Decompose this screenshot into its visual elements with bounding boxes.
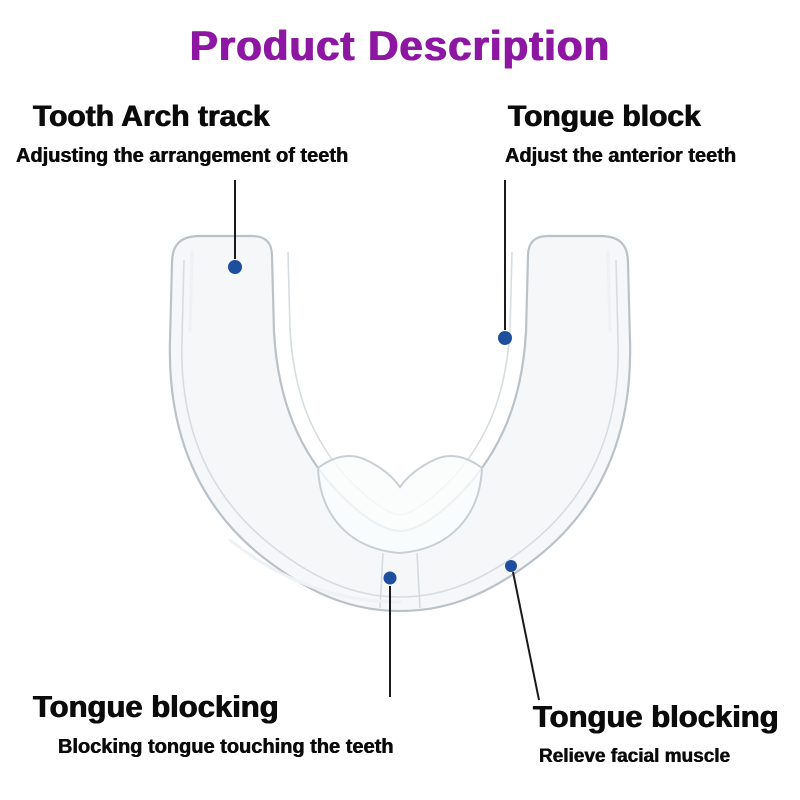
annotation-tongue-blocking-left: Tongue blocking Blocking tongue touching… <box>33 689 394 759</box>
callout-dot-tooth-arch-track <box>228 260 242 274</box>
callout-dot-tongue-block <box>498 331 512 345</box>
annotation-heading: Tongue blocking <box>33 689 279 724</box>
annotation-subtitle: Adjusting the arrangement of teeth <box>16 145 349 167</box>
tooth-trainer-image <box>168 234 632 613</box>
annotation-subtitle: Adjust the anterior teeth <box>505 145 737 167</box>
annotation-tongue-block: Tongue block Adjust the anterior teeth <box>505 100 736 168</box>
callout-dot-tongue-blocking-left <box>383 571 397 585</box>
annotation-tooth-arch-track: Tooth Arch track Adjusting the arrangeme… <box>16 100 348 168</box>
annotation-subtitle: Relieve facial muscle <box>539 746 731 768</box>
page-title: Product Description <box>189 22 611 69</box>
callout-line-tongue-blocking-right <box>512 571 540 701</box>
annotation-heading: Tongue blocking <box>533 699 779 734</box>
annotation-subtitle: Blocking tongue touching the teeth <box>58 736 394 759</box>
annotation-tongue-blocking-right: Tongue blocking Relieve facial muscle <box>533 699 779 768</box>
callout-dot-tongue-blocking-right <box>505 560 517 572</box>
annotation-heading: Tongue block <box>508 100 701 133</box>
annotation-heading: Tooth Arch track <box>33 100 270 133</box>
